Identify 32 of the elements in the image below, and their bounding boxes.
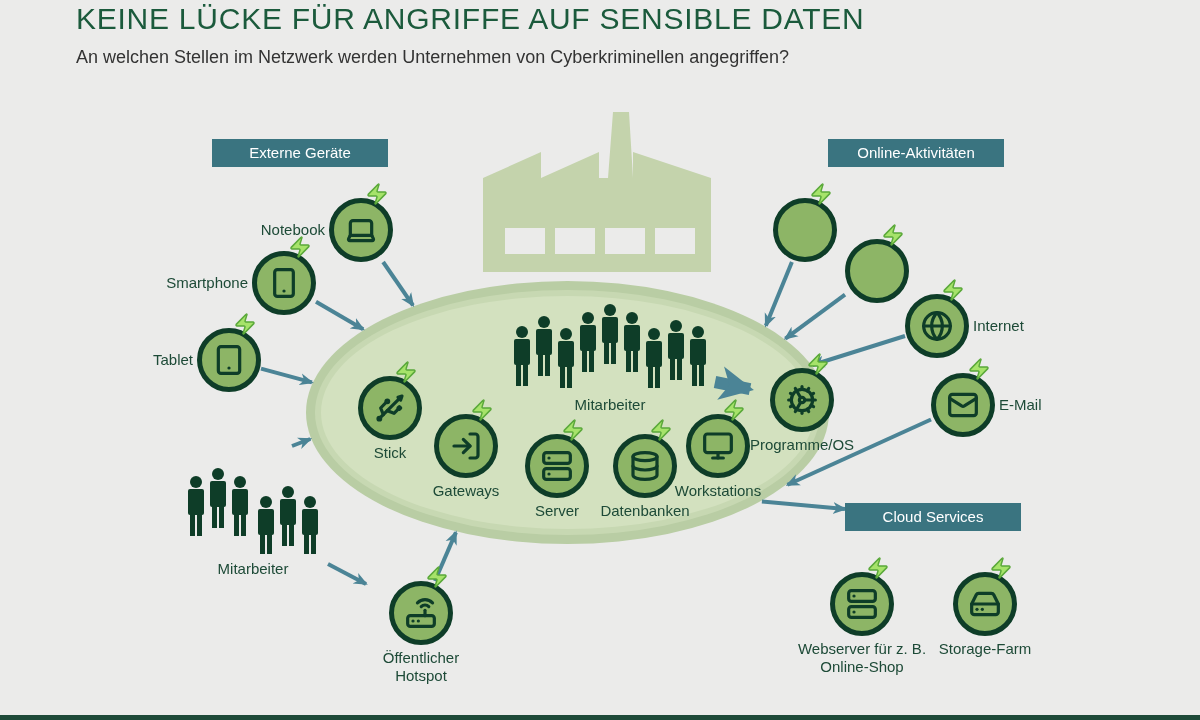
arrow <box>761 499 847 514</box>
node-label: Workstations <box>674 482 762 500</box>
arrow <box>785 417 932 487</box>
node-label: Mitarbeiter <box>217 559 289 579</box>
arrow <box>327 562 368 586</box>
node-label: Tablet <box>152 349 193 370</box>
node-label: Internet <box>973 315 1024 336</box>
node-label: Öffentlicher Hotspot <box>381 649 461 685</box>
arrow <box>315 299 365 332</box>
arrow <box>291 437 313 449</box>
category-banner: Externe Geräte <box>212 139 388 167</box>
node-label: Programme/OS <box>749 436 855 454</box>
category-banner: Online-Aktivitäten <box>828 139 1004 167</box>
node-label: Datenbanken <box>600 502 690 520</box>
arrow <box>433 530 458 582</box>
title: KEINE LÜCKE FÜR ANGRIFFE AUF SENSIBLE DATEN <box>76 2 865 36</box>
node-label: Webserver für z. B. Online-Shop <box>796 640 928 676</box>
node-label: Notebook <box>260 219 325 240</box>
arrow <box>783 293 847 341</box>
subtitle: An welchen Stellen im Netzwerk werden Unternehmen von Cyberkriminellen angegriffen? <box>76 46 790 69</box>
node-label: Gateways <box>432 482 500 500</box>
node-label: Mitarbeiter <box>574 395 646 415</box>
node-label: Server <box>534 502 580 520</box>
arrow <box>763 261 794 328</box>
node-label: Storage-Farm <box>938 640 1032 658</box>
node-label: Stick <box>373 444 407 462</box>
node-label: Smartphone <box>166 272 248 293</box>
arrow <box>381 260 415 308</box>
arrow <box>260 366 314 386</box>
category-banner: Cloud Services <box>845 503 1021 531</box>
arrow <box>713 366 754 400</box>
node-label: E-Mail <box>999 394 1042 415</box>
